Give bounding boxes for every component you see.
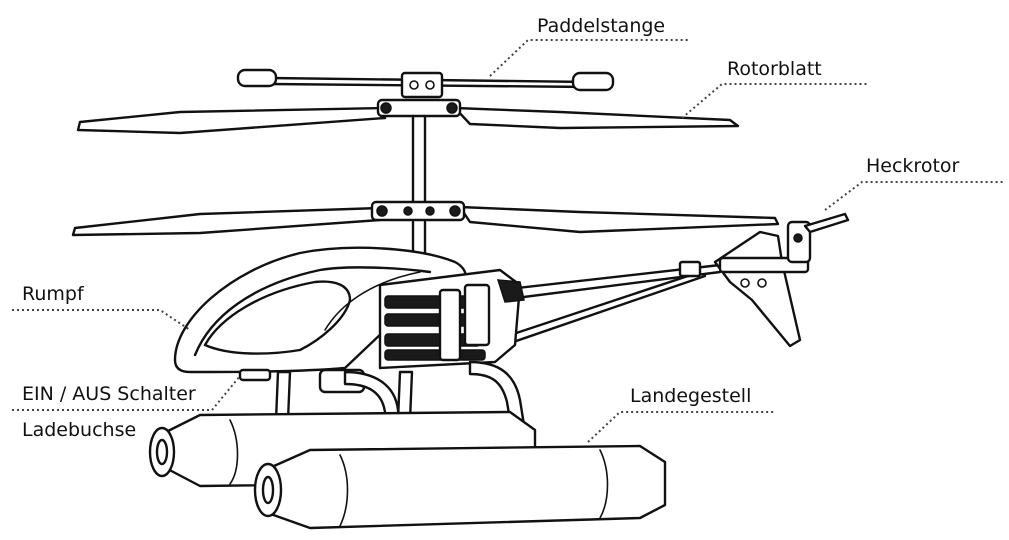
float-front: [253, 444, 667, 530]
leader-paddelstange: [489, 39, 690, 77]
lower-rotor-blades: [71, 200, 780, 237]
label-rotorblatt: Rotorblatt: [727, 58, 822, 80]
labels: Paddelstange Rotorblatt Heckrotor Rumpf …: [22, 15, 960, 441]
main-shaft: [411, 114, 427, 262]
leader-ein-aus: [12, 375, 241, 411]
label-landegestell: Landegestell: [630, 385, 751, 407]
tail-fin: [713, 230, 810, 348]
label-paddelstange: Paddelstange: [537, 15, 665, 37]
upper-rotor-blades: [76, 98, 740, 135]
label-ein-aus-schalter: EIN / AUS Schalter: [22, 383, 196, 405]
leader-landegestell: [587, 411, 775, 443]
helicopter-illustration: [71, 68, 850, 530]
label-rumpf: Rumpf: [22, 283, 85, 305]
mechanics-block: [378, 268, 525, 370]
leader-heckrotor: [824, 181, 1005, 211]
label-heckrotor: Heckrotor: [866, 155, 960, 177]
flybar: [236, 68, 615, 99]
tail-rotor: [786, 212, 850, 264]
leader-rumpf: [12, 309, 191, 331]
label-ladebuchse: Ladebuchse: [22, 419, 136, 441]
leader-lines: [12, 39, 1005, 443]
leader-rotorblatt: [681, 83, 868, 119]
fuselage: [173, 246, 467, 394]
